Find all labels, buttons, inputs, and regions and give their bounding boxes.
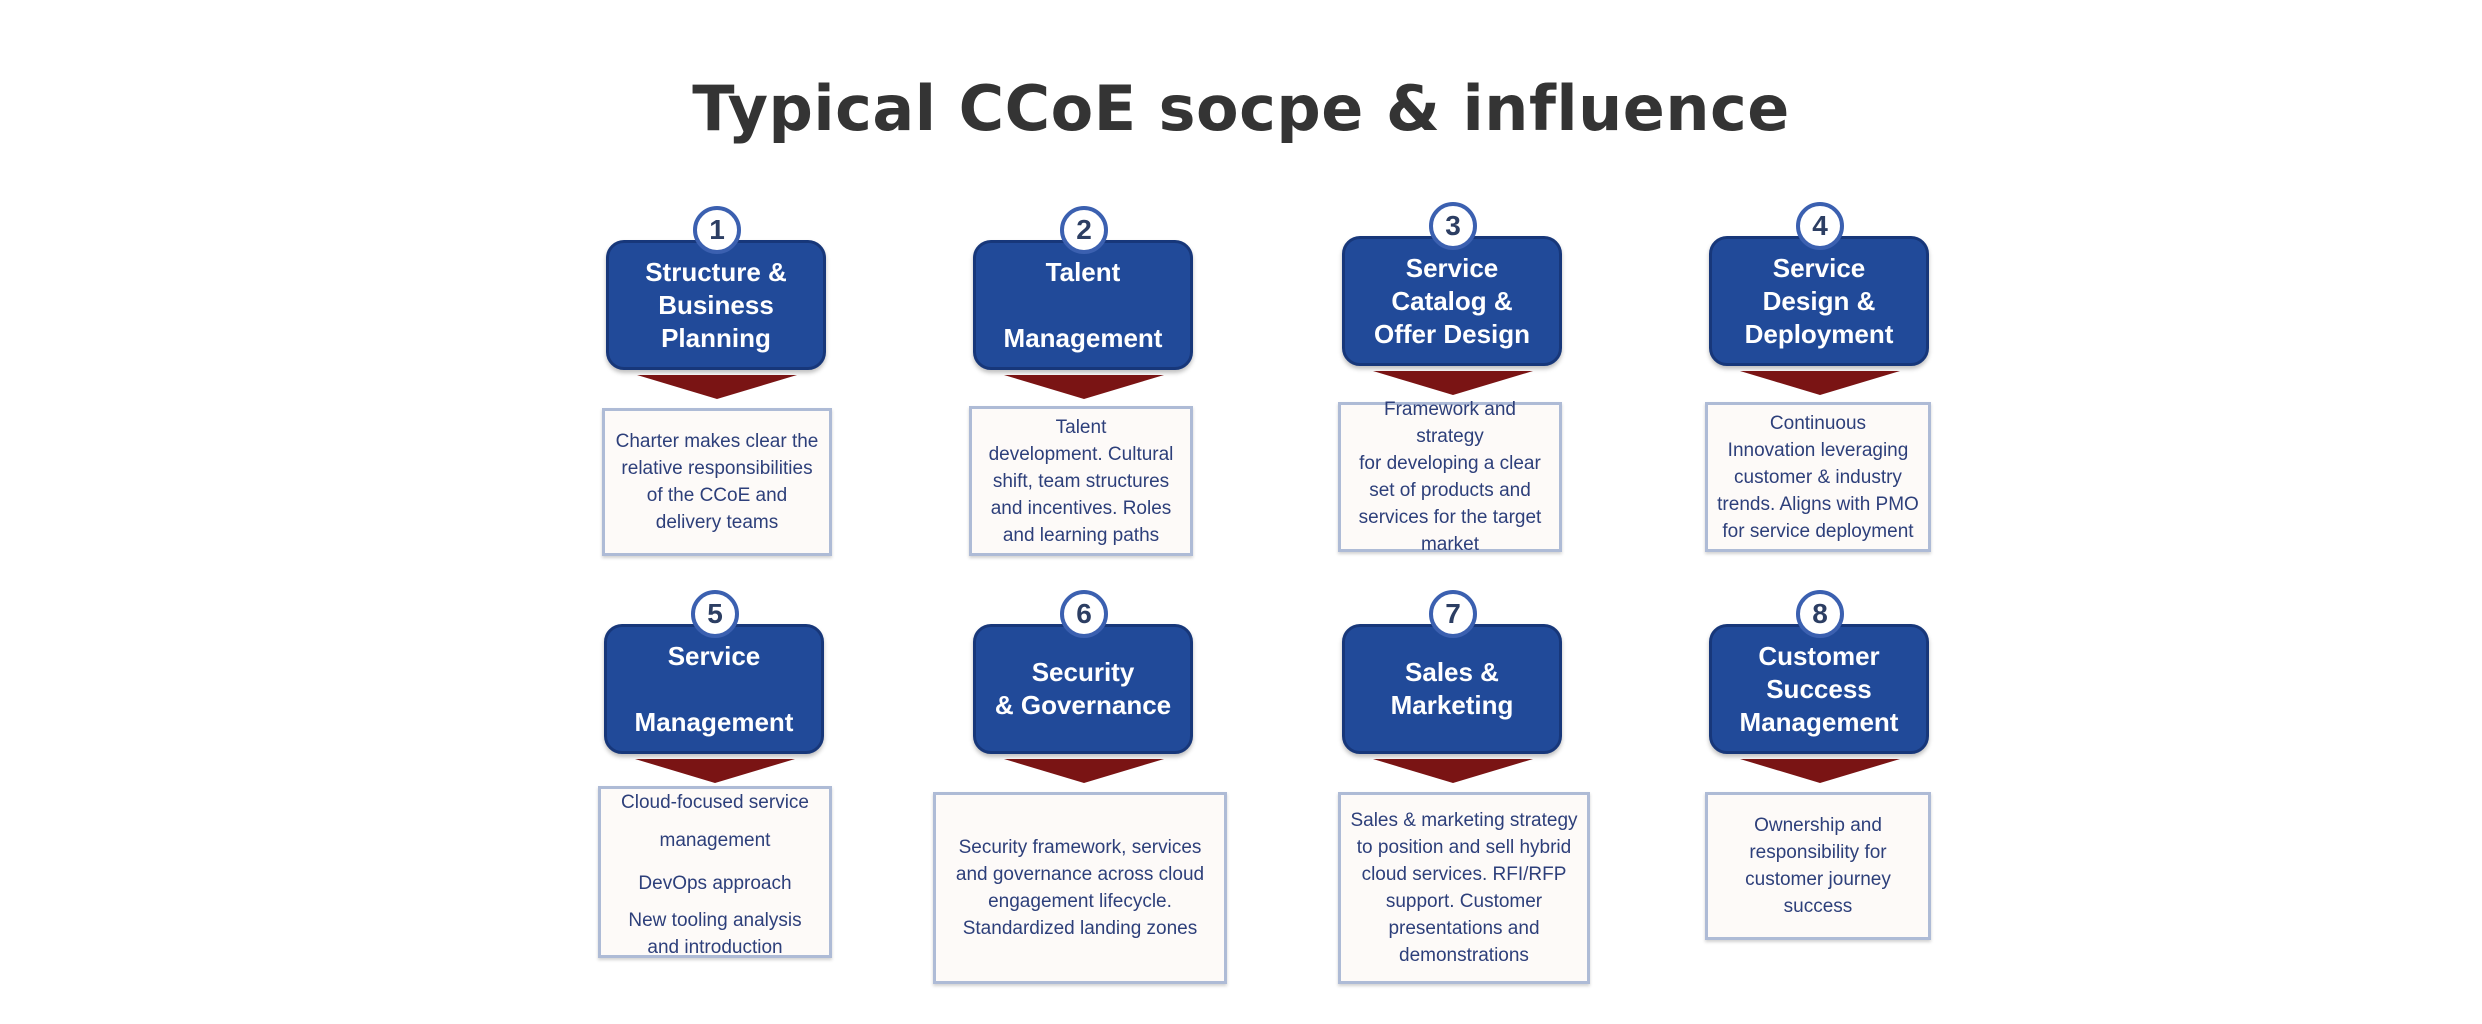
description-line: Charter makes clear the relative respons… bbox=[615, 431, 819, 533]
card-header: Talent Management bbox=[973, 240, 1193, 370]
number-badge: 7 bbox=[1429, 590, 1477, 638]
number-badge: 2 bbox=[1060, 206, 1108, 254]
description-line: Continuous Innovation leveraging custome… bbox=[1717, 412, 1919, 542]
card-header: Security & Governance bbox=[973, 624, 1193, 754]
number-badge: 5 bbox=[691, 590, 739, 638]
number-badge: 4 bbox=[1796, 202, 1844, 250]
chevron-down-icon bbox=[1740, 759, 1900, 783]
card-description: Talent development. Cultural shift, team… bbox=[969, 406, 1193, 556]
card-heading: Service Design & Deployment bbox=[1744, 252, 1894, 349]
description-line: Ownership and responsibility for custome… bbox=[1745, 815, 1891, 917]
chevron-down-icon bbox=[1004, 375, 1164, 399]
card-description: Cloud-focused service management DevOps … bbox=[598, 786, 832, 958]
card-heading: Security & Governance bbox=[994, 657, 1172, 720]
chevron-down-icon bbox=[635, 759, 795, 783]
description-line: Security framework, services and governa… bbox=[955, 837, 1205, 939]
card-header: Service Design & Deployment bbox=[1709, 236, 1929, 366]
number-badge: 6 bbox=[1060, 590, 1108, 638]
card-heading: Service Management bbox=[634, 640, 794, 737]
page-title: Typical CCoE socpe & influence bbox=[692, 72, 1790, 145]
card-description: Sales & marketing strategy to position a… bbox=[1338, 792, 1590, 984]
card-heading: Sales & Marketing bbox=[1390, 657, 1514, 720]
number-badge: 8 bbox=[1796, 590, 1844, 638]
description-line: Cloud-focused service management bbox=[621, 791, 809, 851]
description-line: Talent development. Cultural shift, team… bbox=[988, 416, 1174, 546]
chevron-down-icon bbox=[1373, 759, 1533, 783]
card-description: Continuous Innovation leveraging custome… bbox=[1705, 402, 1931, 552]
description-line: Framework and strategy for developing a … bbox=[1358, 399, 1542, 555]
card-header: Service Management bbox=[604, 624, 824, 754]
description-line: New tooling analysis and introduction bbox=[628, 909, 802, 958]
card-header: Sales & Marketing bbox=[1342, 624, 1562, 754]
card-description: Framework and strategy for developing a … bbox=[1338, 399, 1562, 555]
description-line: Sales & marketing strategy to position a… bbox=[1350, 810, 1578, 966]
chevron-down-icon bbox=[637, 375, 797, 399]
card-header: Customer Success Management bbox=[1709, 624, 1929, 754]
card-description: Charter makes clear the relative respons… bbox=[602, 408, 832, 556]
description-line: DevOps approach bbox=[638, 872, 792, 894]
card-heading: Talent Management bbox=[1003, 256, 1163, 353]
chevron-down-icon bbox=[1004, 759, 1164, 783]
card-header: Service Catalog & Offer Design bbox=[1342, 236, 1562, 366]
chevron-down-icon bbox=[1373, 371, 1533, 395]
chevron-down-icon bbox=[1740, 371, 1900, 395]
card-description: Ownership and responsibility for custome… bbox=[1705, 792, 1931, 940]
card-heading: Structure & Business Planning bbox=[645, 256, 787, 353]
number-badge: 1 bbox=[693, 206, 741, 254]
card-heading: Customer Success Management bbox=[1739, 640, 1899, 737]
card-header: Structure & Business Planning bbox=[606, 240, 826, 370]
number-badge: 3 bbox=[1429, 202, 1477, 250]
card-description: Security framework, services and governa… bbox=[933, 792, 1227, 984]
card-heading: Service Catalog & Offer Design bbox=[1373, 252, 1531, 349]
